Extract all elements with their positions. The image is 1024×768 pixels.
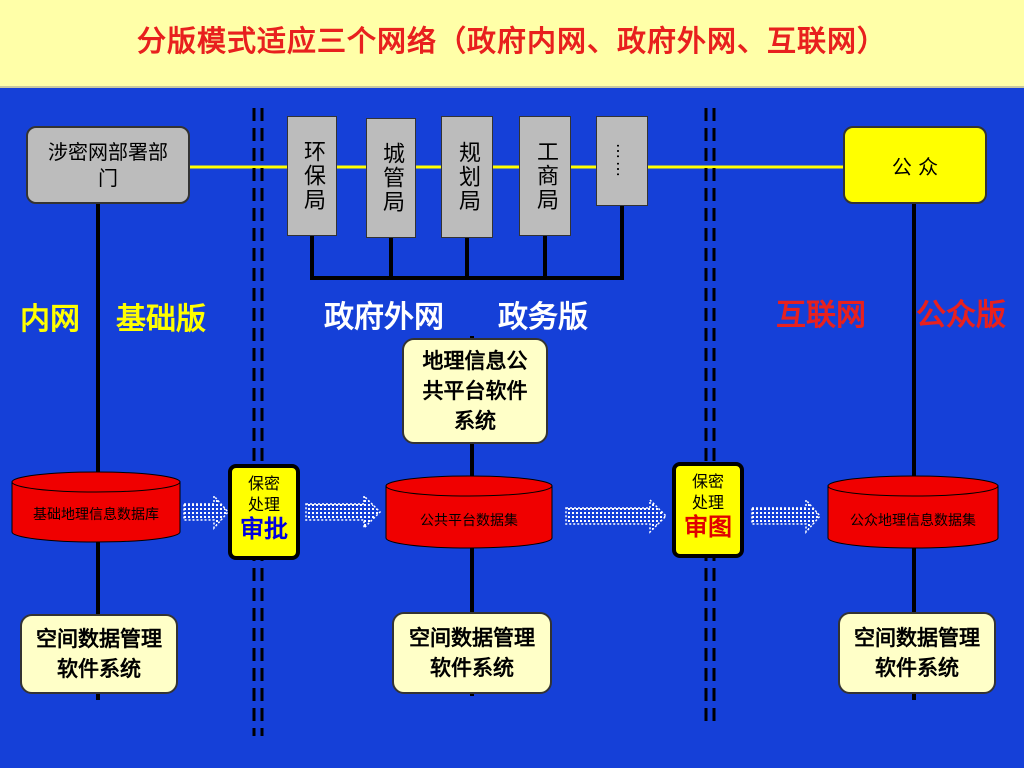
internet-label: 互联网 xyxy=(776,298,866,333)
flow-arrow-4 xyxy=(751,498,821,534)
right-software-label: 空间数据管理软件系统 xyxy=(854,626,980,680)
left-software-box: 空间数据管理软件系统 xyxy=(20,614,178,694)
gov-extranet-label: 政府外网 xyxy=(324,300,444,335)
map-review-badge-mid: 处理 xyxy=(691,493,724,512)
agency-more: …… xyxy=(596,116,648,206)
agency-environment-label: 环保局 xyxy=(300,140,325,212)
flow-arrow-2 xyxy=(305,494,382,530)
approval-badge-top: 保密 xyxy=(247,474,280,493)
platform-software-box: 地理信息公共平台软件系统 xyxy=(402,338,548,444)
basic-geo-database-label: 基础地理信息数据库 xyxy=(33,507,159,523)
classified-dept-label: 涉密网部署部门 xyxy=(48,140,168,190)
classified-dept-box: 涉密网部署部门 xyxy=(26,126,190,204)
map-review-badge: 保密 处理 审图 xyxy=(672,462,744,558)
database-cylinder-left xyxy=(11,471,181,543)
public-version-label: 公众版 xyxy=(916,298,1006,333)
title-bar: 分版模式适应三个网络（政府内网、政府外网、互联网） xyxy=(0,0,1024,88)
connector-layer xyxy=(11,108,999,736)
database-cylinder-right xyxy=(827,475,999,549)
basic-version-label: 基础版 xyxy=(116,302,206,337)
left-software-label: 空间数据管理软件系统 xyxy=(36,627,162,681)
gov-version-label: 政务版 xyxy=(498,300,588,335)
middle-software-label: 空间数据管理软件系统 xyxy=(409,626,535,680)
divider-right xyxy=(704,108,716,724)
public-label: 公 众 xyxy=(891,154,939,179)
right-software-box: 空间数据管理软件系统 xyxy=(838,612,996,694)
agency-commerce: 工商局 xyxy=(519,116,571,236)
approval-badge-action: 审批 xyxy=(240,515,288,543)
public-platform-dataset-label: 公共平台数据集 xyxy=(420,513,518,529)
divider-left xyxy=(252,108,264,736)
map-review-badge-top: 保密 xyxy=(691,472,724,491)
flow-arrow-1 xyxy=(183,494,229,530)
platform-software-label: 地理信息公共平台软件系统 xyxy=(422,349,528,433)
agency-more-label: …… xyxy=(613,143,632,179)
agency-urban-management: 城管局 xyxy=(366,118,416,238)
agency-planning: 规划局 xyxy=(441,116,493,238)
approval-badge: 保密 处理 审批 xyxy=(228,464,300,560)
diagram-stage: 涉密网部署部门 内网 基础版 基础地理信息数据库 空间数据管理软件系统 环保局 … xyxy=(0,88,1024,768)
middle-software-box: 空间数据管理软件系统 xyxy=(392,612,552,694)
intranet-label: 内网 xyxy=(20,302,80,337)
approval-badge-mid: 处理 xyxy=(247,495,280,514)
agency-urban-management-label: 城管局 xyxy=(379,142,404,214)
map-review-badge-action: 审图 xyxy=(684,513,732,541)
agency-commerce-label: 工商局 xyxy=(533,140,558,212)
flow-arrow-3 xyxy=(565,498,668,534)
agency-planning-label: 规划局 xyxy=(455,141,480,213)
public-geo-dataset-label: 公众地理信息数据集 xyxy=(850,513,976,529)
database-cylinder-middle xyxy=(385,475,553,549)
page-title: 分版模式适应三个网络（政府内网、政府外网、互联网） xyxy=(136,24,887,58)
public-box: 公 众 xyxy=(843,126,987,204)
agency-environment: 环保局 xyxy=(287,116,337,236)
